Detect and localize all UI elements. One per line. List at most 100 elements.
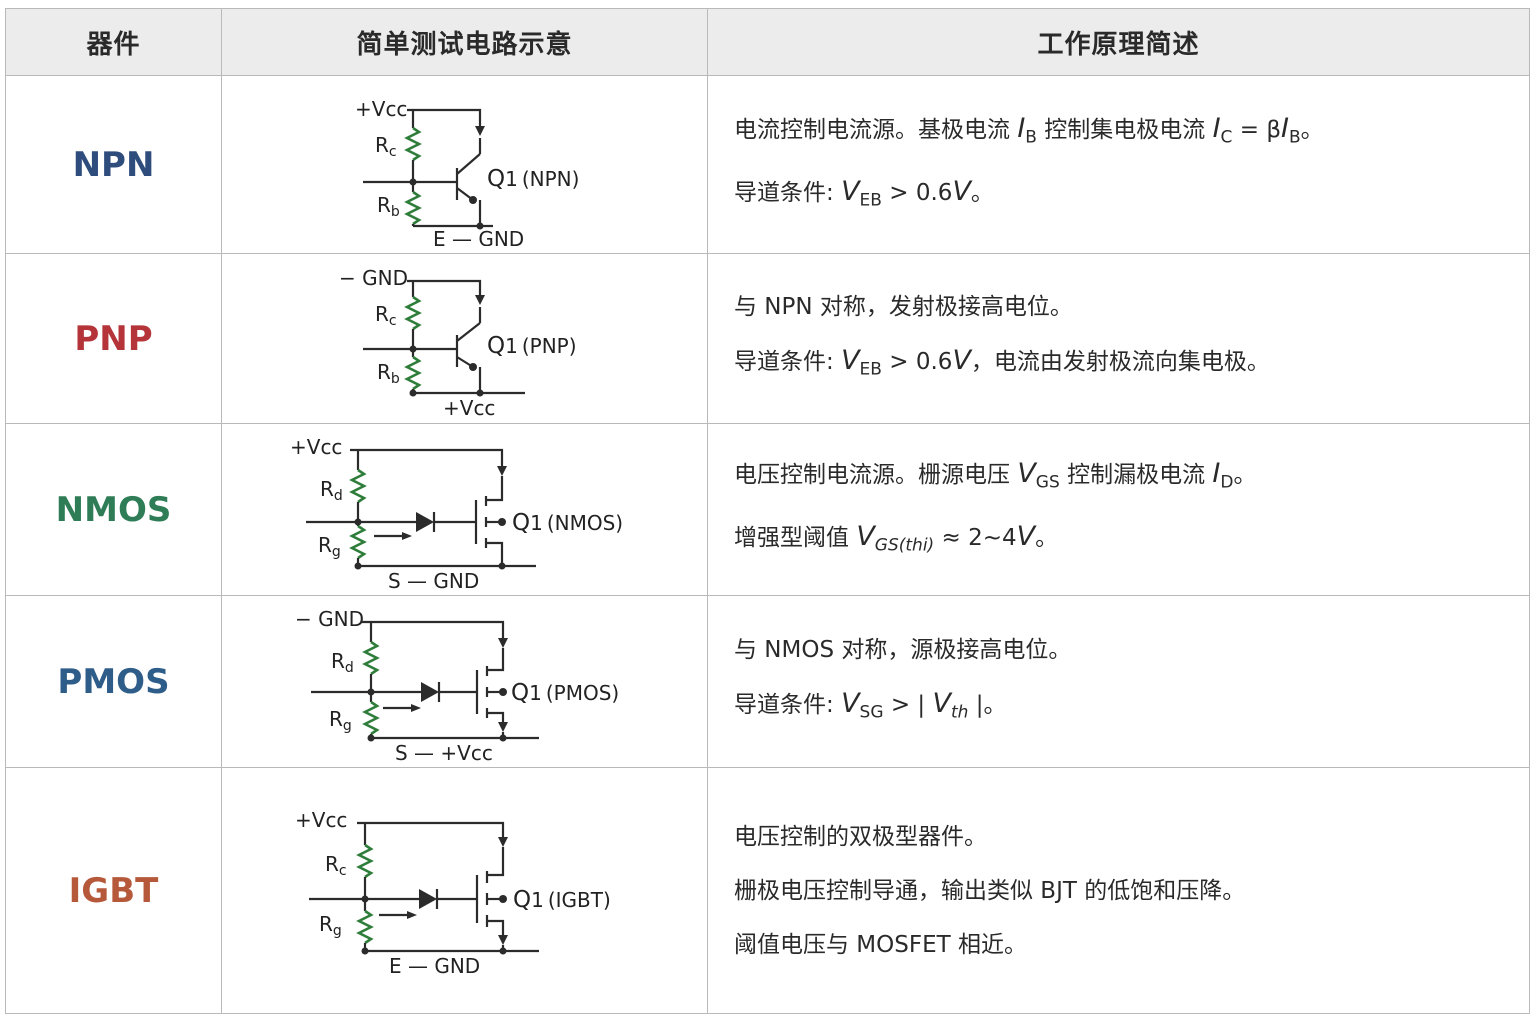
math-symbol: V (841, 688, 860, 720)
circuit-diagram-pmos: − GND (221, 595, 708, 768)
circuit-diagram-nmos: +Vcc (221, 423, 708, 596)
table-row-igbt: IGBT +Vcc (5, 767, 1530, 1014)
r1-label: Rc (325, 852, 347, 879)
table-row-nmos: NMOS +Vcc (5, 423, 1530, 596)
principle-pnp: 与 NPN 对称，发射极接高电位。导道条件: VEB > 0.6V，电流由发射极… (707, 253, 1530, 424)
supply-label: +Vcc (295, 808, 347, 832)
ground-label: E — GND (389, 954, 480, 977)
math-subscript: th (950, 702, 969, 723)
table-row-pmos: PMOS − GND (5, 595, 1530, 768)
device-table: 器件 简单测试电路示意 工作原理简述 NPN +Vcc (5, 8, 1530, 1014)
device-name-pmos: PMOS (5, 595, 222, 768)
math-subscript: EB (859, 359, 882, 380)
text-segment: 。 (1233, 461, 1257, 488)
header-device: 器件 (5, 8, 222, 76)
text-segment: 电流控制电流源。基极电流 (734, 116, 1018, 143)
table-row-npn: NPN +Vcc (5, 75, 1530, 254)
text-segment: |。 (968, 692, 1007, 719)
principle-npn: 电流控制电流源。基极电流 IB 控制集电极电流 IC = βIB。导道条件: V… (707, 75, 1530, 254)
math-subscript: B (1025, 127, 1037, 148)
header-row: 器件 简单测试电路示意 工作原理简述 (5, 8, 1530, 76)
math-symbol: V (841, 345, 860, 377)
pmos-circuit-svg: − GND (295, 607, 619, 762)
text-segment: > | (883, 692, 933, 719)
q-label: Q1(NPN) (487, 166, 579, 192)
q-label: Q1(PNP) (487, 333, 577, 359)
math-subscript: D (1220, 472, 1234, 493)
supply-label: +Vcc (355, 97, 407, 121)
math-subscript: EB (859, 190, 882, 211)
text-segment: > 0.6 (881, 179, 953, 206)
q-label: Q1(IGBT) (513, 887, 611, 913)
text-segment: 导道条件: (734, 692, 842, 719)
text-segment: 。 (1300, 116, 1324, 143)
r1-label: Rc (375, 302, 397, 329)
principle-line: 导道条件: VEB > 0.6V。 (734, 165, 1529, 228)
text-segment: ≈ 2~4 (934, 524, 1017, 551)
r1-label: Rc (375, 133, 397, 160)
header-principle: 工作原理简述 (707, 8, 1530, 76)
math-subscript: C (1220, 127, 1233, 148)
ground-label: S — +Vcc (395, 741, 493, 762)
header-circuit: 简单测试电路示意 (221, 8, 708, 76)
principle-line: 与 NPN 对称，发射极接高电位。 (734, 280, 1529, 334)
circuit-diagram-igbt: +Vcc (221, 767, 708, 1014)
nmos-circuit-svg: +Vcc (290, 435, 623, 590)
r1-label: Rd (331, 649, 354, 676)
supply-label: − GND (295, 607, 364, 631)
text-segment: 。 (970, 179, 994, 206)
math-symbol: I (1281, 112, 1289, 144)
q-label: Q1(NMOS) (512, 510, 623, 536)
q-label: Q1(PMOS) (511, 680, 619, 706)
principle-line: 电压控制电流源。栅源电压 VGS 控制漏极电流 ID。 (734, 447, 1529, 510)
text-segment: ，电流由发射极流向集电极。 (970, 349, 1270, 376)
text-segment: 与 NMOS 对称，源极接高电位。 (734, 637, 1072, 664)
math-symbol: I (1212, 112, 1221, 144)
device-name-pnp: PNP (5, 253, 222, 424)
r2-label: Rg (318, 533, 341, 560)
ground-label: +Vcc (443, 396, 495, 417)
r2-label: Rb (377, 360, 400, 387)
circuit-diagram-pnp: − GND (221, 253, 708, 424)
text-segment: 与 NPN 对称，发射极接高电位。 (734, 294, 1073, 321)
text-segment: 导道条件: (734, 349, 842, 376)
text-segment: 导道条件: (734, 179, 842, 206)
text-segment: = β (1232, 116, 1281, 143)
math-symbol: I (1212, 457, 1221, 489)
principle-line: 增强型阈值 VGS(thi) ≈ 2~4V。 (734, 510, 1529, 573)
device-name-npn: NPN (5, 75, 222, 254)
text-segment: 栅极电压控制导通，输出类似 BJT 的低饱和压降。 (734, 877, 1246, 904)
circuit-diagram-npn: +Vcc (221, 75, 708, 254)
igbt-circuit-svg: +Vcc (295, 808, 611, 977)
principle-nmos: 电压控制电流源。栅源电压 VGS 控制漏极电流 ID。增强型阈值 VGS(thi… (707, 423, 1530, 596)
npn-circuit-svg: +Vcc (355, 97, 579, 246)
math-symbol: V (841, 175, 860, 207)
math-symbol: V (932, 688, 951, 720)
principle-line: 导道条件: VSG > | Vth |。 (734, 677, 1529, 740)
text-segment: 控制集电极电流 (1036, 116, 1213, 143)
supply-label: − GND (339, 266, 408, 290)
text-segment: 增强型阈值 (734, 524, 857, 551)
ground-label: E — GND (433, 227, 524, 246)
principle-line: 与 NMOS 对称，源极接高电位。 (734, 623, 1529, 677)
table-row-pnp: PNP − GND (5, 253, 1530, 424)
device-name-igbt: IGBT (5, 767, 222, 1014)
principle-line: 阈值电压与 MOSFET 相近。 (734, 918, 1529, 972)
text-segment: 。 (1035, 524, 1059, 551)
principle-line: 电流控制电流源。基极电流 IB 控制集电极电流 IC = βIB。 (734, 102, 1529, 165)
principle-pmos: 与 NMOS 对称，源极接高电位。导道条件: VSG > | Vth |。 (707, 595, 1530, 768)
math-subscript: SG (859, 702, 884, 723)
r2-label: Rg (329, 707, 352, 734)
math-subscript: GS(thi) (874, 535, 935, 556)
math-symbol: V (952, 345, 971, 377)
math-symbol: V (856, 520, 875, 552)
text-segment: 电压控制电流源。栅源电压 (734, 461, 1018, 488)
supply-label: +Vcc (290, 435, 342, 459)
math-symbol: I (1017, 112, 1026, 144)
r1-label: Rd (320, 477, 343, 504)
math-subscript: GS (1035, 472, 1060, 493)
math-subscript: B (1288, 127, 1301, 148)
r2-label: Rb (377, 193, 400, 220)
principle-line: 电压控制的双极型器件。 (734, 810, 1529, 864)
principle-line: 栅极电压控制导通，输出类似 BJT 的低饱和压降。 (734, 864, 1529, 918)
